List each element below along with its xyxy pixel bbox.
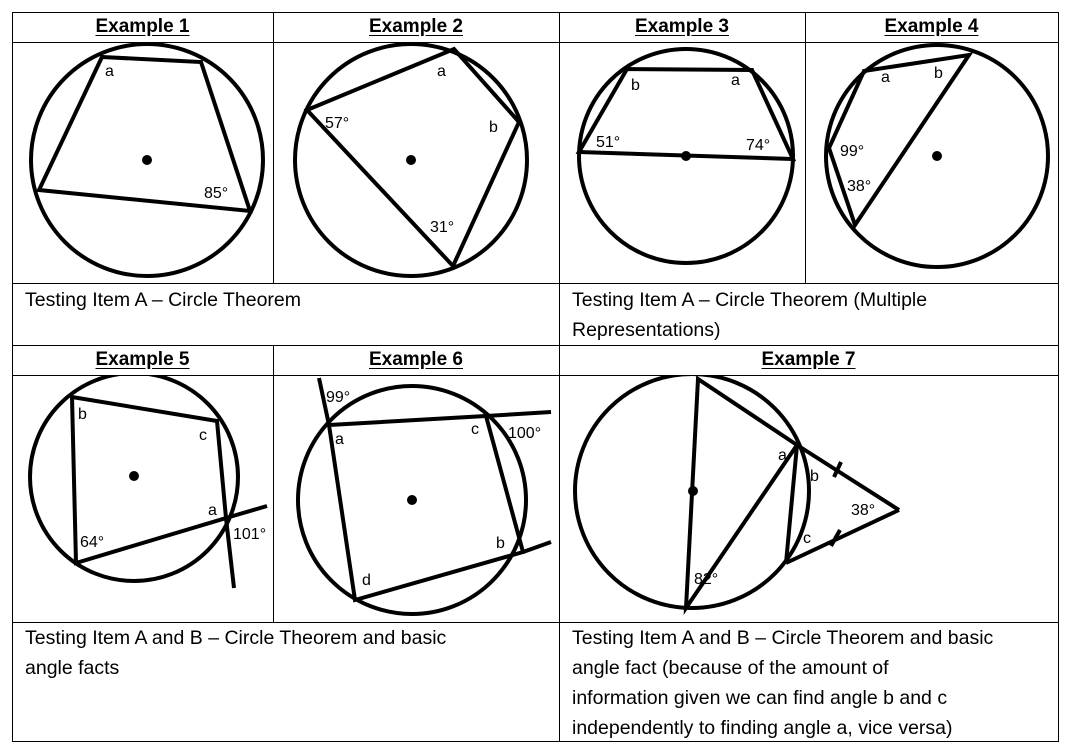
centre-point: [688, 486, 698, 496]
column-divider: [805, 12, 806, 284]
table-border-top: [12, 12, 1059, 13]
example-2-title: Example 2: [369, 16, 463, 37]
circle: [296, 384, 528, 616]
example-1-diagram: a 85°: [13, 43, 273, 283]
centre-point: [932, 151, 942, 161]
example-7-title: Example 7: [761, 349, 856, 370]
angle-label: b: [489, 119, 498, 136]
column-divider: [559, 12, 560, 742]
testing-item-description: Testing Item A and B – Circle Theorem an…: [25, 627, 447, 679]
example-5-diagram: b c a 64° 101°: [13, 376, 273, 622]
extended-side: [317, 377, 331, 426]
angle-label: 82°: [694, 571, 718, 588]
angle-label: a: [105, 63, 114, 80]
angle-label: d: [362, 572, 371, 589]
chord: [784, 444, 799, 564]
example-3-diagram: b a 51° 74°: [560, 43, 805, 283]
angle-label: b: [496, 535, 505, 552]
testing-item-description: Testing Item A and B – Circle Theorem an…: [572, 627, 994, 739]
angle-label: 100°: [508, 425, 541, 442]
tangent-line: [785, 508, 900, 565]
example-7-diagram: a b 38° c 82°: [560, 376, 1058, 622]
extended-side: [225, 504, 268, 520]
cyclic-quadrilateral: [326, 413, 526, 603]
cyclic-quadrilateral: [826, 52, 974, 230]
testing-item-description: Testing Item A – Circle Theorem: [25, 289, 302, 311]
example-1-title: Example 1: [95, 16, 190, 37]
row-divider: [12, 283, 1059, 284]
row-divider: [12, 345, 1059, 346]
table-border-right: [1058, 12, 1059, 742]
circle: [29, 43, 265, 278]
example-4-diagram: a b 99° 38°: [806, 43, 1058, 283]
circle: [293, 43, 529, 278]
angle-label: 31°: [430, 219, 454, 236]
angle-label: b: [810, 468, 819, 485]
angle-label: b: [631, 77, 640, 94]
table-border-left: [12, 12, 13, 742]
angle-label: a: [778, 447, 787, 464]
circle: [824, 43, 1050, 269]
example-5-title: Example 5: [95, 349, 190, 370]
angle-label: c: [471, 421, 479, 438]
angle-label: 101°: [233, 526, 266, 543]
angle-label: 51°: [596, 134, 620, 151]
cyclic-quadrilateral: [35, 54, 253, 214]
centre-point: [406, 155, 416, 165]
angle-label: a: [437, 63, 446, 80]
angle-label: a: [208, 502, 217, 519]
angle-label: c: [199, 427, 207, 444]
angle-label: b: [934, 65, 943, 82]
angle-label: 57°: [325, 115, 349, 132]
centre-point: [681, 151, 691, 161]
example-6-diagram: 99° a c 100° b d: [274, 376, 559, 622]
angle-label: a: [881, 69, 890, 86]
angle-label: 99°: [840, 143, 864, 160]
example-2-diagram: a 57° b 31°: [274, 43, 559, 283]
row-divider: [12, 42, 1059, 43]
table-border-bottom: [12, 741, 1059, 742]
column-divider: [273, 345, 274, 623]
example-6-title: Example 6: [369, 349, 463, 370]
angle-label: 38°: [847, 178, 871, 195]
equal-length-tick: [832, 461, 843, 478]
angle-label: b: [78, 406, 87, 423]
circle: [573, 376, 811, 610]
angle-label: 99°: [326, 389, 350, 406]
angle-label: 64°: [80, 534, 104, 551]
angle-label: 38°: [851, 502, 875, 519]
angle-label: a: [335, 431, 344, 448]
extended-side: [522, 540, 552, 554]
example-3-title: Example 3: [635, 16, 729, 37]
extended-side: [485, 410, 552, 418]
tangent-line: [795, 443, 901, 512]
testing-item-description: Testing Item A – Circle Theorem (Multipl…: [572, 289, 928, 341]
angle-label: a: [731, 72, 740, 89]
extended-side: [224, 517, 236, 589]
cyclic-quadrilateral: [575, 66, 797, 162]
angle-label: c: [803, 530, 811, 547]
column-divider: [273, 12, 274, 284]
centre-point: [142, 155, 152, 165]
angle-label: 85°: [204, 185, 228, 202]
centre-point: [129, 471, 139, 481]
circle: [28, 376, 240, 583]
row-divider: [12, 622, 1059, 623]
example-4-title: Example 4: [884, 16, 979, 37]
centre-point: [407, 495, 417, 505]
cyclic-quadrilateral: [303, 46, 522, 270]
angle-label: 74°: [746, 137, 770, 154]
equal-length-tick: [829, 529, 842, 547]
row-divider: [12, 375, 1059, 376]
